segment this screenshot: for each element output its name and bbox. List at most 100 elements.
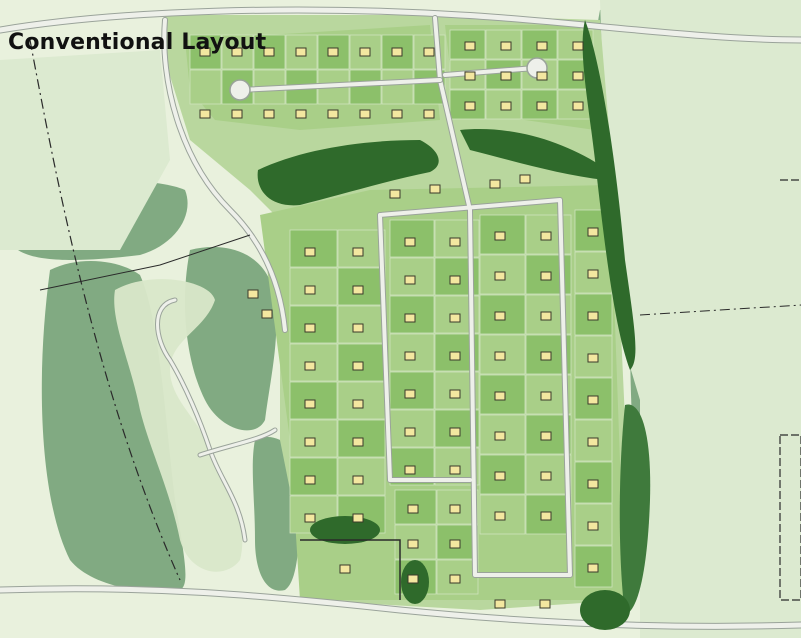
house-footprint — [352, 399, 364, 409]
house-footprint — [464, 101, 476, 111]
subdivision-road — [378, 16, 572, 577]
house-footprint — [404, 465, 416, 475]
clustered-neighborhood — [114, 279, 243, 572]
tree-row — [582, 20, 636, 370]
house-footprint — [449, 465, 461, 475]
house-footprint — [540, 271, 552, 281]
house-footprint — [587, 479, 599, 489]
house-footprint — [404, 427, 416, 437]
residential-lot — [436, 524, 479, 560]
house-footprint — [449, 389, 461, 399]
main-road — [0, 586, 801, 629]
house-footprint — [359, 47, 371, 57]
house-footprint — [587, 521, 599, 531]
house-footprint — [404, 389, 416, 399]
open-field — [600, 0, 801, 638]
house-footprint — [304, 323, 316, 333]
house-footprint — [304, 247, 316, 257]
house-footprint — [352, 475, 364, 485]
tree-row-layer — [257, 20, 651, 630]
house-footprint — [540, 231, 552, 241]
main-road — [162, 18, 287, 332]
house-footprint — [494, 311, 506, 321]
house-footprint — [449, 504, 461, 514]
house-footprint — [500, 71, 512, 81]
house-footprint — [391, 109, 403, 119]
subdivision-road — [238, 78, 442, 92]
house-footprint — [304, 513, 316, 523]
house-footprint — [247, 289, 259, 299]
house-footprint — [572, 41, 584, 51]
house-footprint — [449, 275, 461, 285]
house-footprint — [494, 231, 506, 241]
house-footprint — [540, 311, 552, 321]
house-footprint — [540, 471, 552, 481]
house-footprint — [494, 271, 506, 281]
tree-clump — [310, 516, 380, 544]
house-footprint — [327, 109, 339, 119]
house-footprint — [536, 71, 548, 81]
house-footprint — [449, 313, 461, 323]
house-footprint — [295, 47, 307, 57]
house-footprint — [449, 427, 461, 437]
main-road — [0, 7, 801, 43]
tree-row — [257, 140, 439, 206]
house-footprint — [199, 109, 211, 119]
house-footprint — [352, 285, 364, 295]
subdivision-road — [443, 66, 537, 77]
house-footprint — [339, 564, 351, 574]
house-footprint — [489, 179, 501, 189]
tree-row — [619, 404, 651, 615]
house-footprint — [359, 109, 371, 119]
house-footprint — [500, 41, 512, 51]
house-footprint — [587, 227, 599, 237]
property-line — [779, 179, 801, 601]
house-footprint — [536, 101, 548, 111]
house-footprint — [494, 431, 506, 441]
house-footprint — [389, 189, 401, 199]
house-footprint — [199, 47, 211, 57]
house-footprint — [449, 539, 461, 549]
house-footprint — [572, 101, 584, 111]
house-footprint — [404, 237, 416, 247]
open-field — [0, 50, 170, 250]
house-footprint — [494, 351, 506, 361]
winding-road — [156, 298, 247, 542]
house-footprint — [404, 351, 416, 361]
house-footprint — [295, 109, 307, 119]
house-footprint — [540, 431, 552, 441]
house-footprint — [449, 237, 461, 247]
property-line — [39, 234, 251, 291]
house-footprint — [261, 309, 273, 319]
house-footprint — [352, 247, 364, 257]
house-footprint — [540, 351, 552, 361]
house-footprint — [587, 437, 599, 447]
house-footprint — [587, 353, 599, 363]
tree-row — [460, 129, 605, 180]
house-footprint — [404, 313, 416, 323]
house-footprint — [464, 71, 476, 81]
house-footprint — [304, 361, 316, 371]
house-footprint — [352, 323, 364, 333]
house-footprint — [352, 437, 364, 447]
house-footprint — [587, 395, 599, 405]
house-footprint — [464, 41, 476, 51]
house-layer — [199, 41, 599, 609]
house-footprint — [519, 174, 531, 184]
house-footprint — [263, 47, 275, 57]
house-footprint — [304, 399, 316, 409]
house-footprint — [494, 391, 506, 401]
house-footprint — [423, 47, 435, 57]
house-footprint — [407, 504, 419, 514]
house-footprint — [494, 511, 506, 521]
house-footprint — [231, 109, 243, 119]
house-footprint — [352, 513, 364, 523]
house-footprint — [391, 47, 403, 57]
property-line — [29, 39, 181, 581]
house-footprint — [536, 41, 548, 51]
house-footprint — [429, 184, 441, 194]
house-footprint — [587, 311, 599, 321]
house-footprint — [494, 471, 506, 481]
house-footprint — [587, 563, 599, 573]
